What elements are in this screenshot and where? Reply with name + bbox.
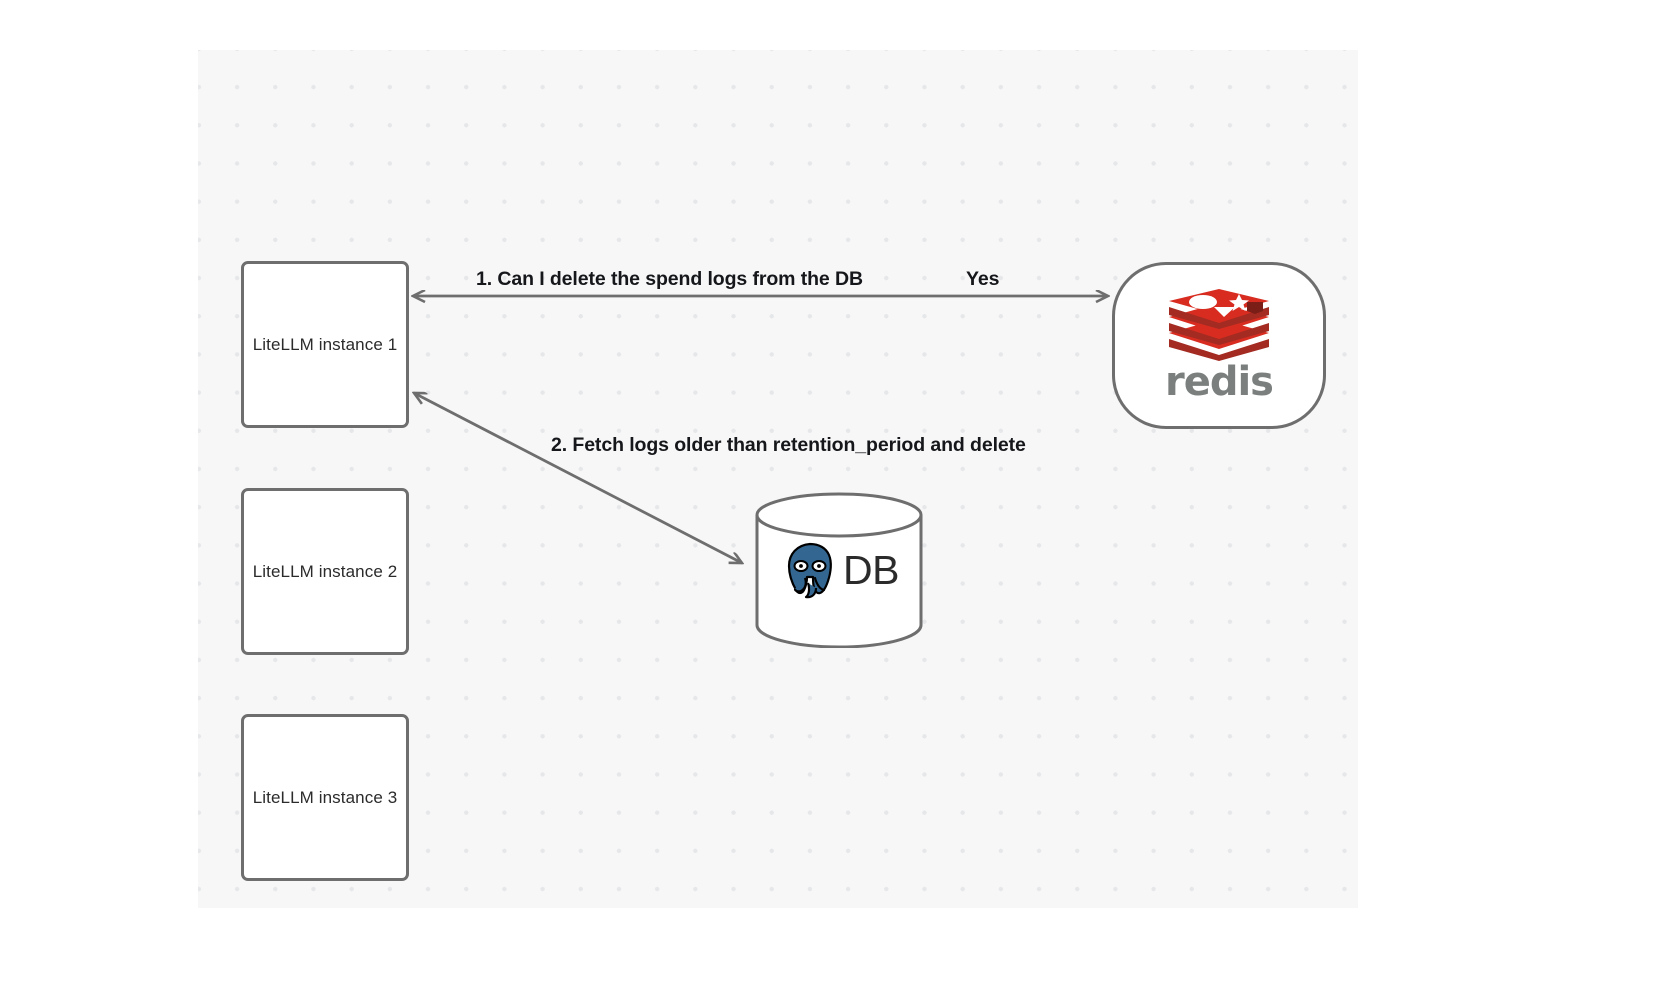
database-label: DB <box>843 546 899 593</box>
node-label: LiteLLM instance 2 <box>252 561 398 581</box>
database-label-group: DB <box>754 492 924 648</box>
edge-label-step-1-answer: Yes <box>966 268 1000 290</box>
edge-label-step-1: 1. Can I delete the spend logs from the … <box>476 268 863 290</box>
redis-wordmark: redis <box>1164 359 1274 405</box>
node-litellm-instance-3[interactable]: LiteLLM instance 3 <box>241 714 409 881</box>
redis-stack-icon <box>1169 289 1269 361</box>
node-litellm-instance-2[interactable]: LiteLLM instance 2 <box>241 488 409 655</box>
node-litellm-instance-1[interactable]: LiteLLM instance 1 <box>241 261 409 428</box>
edge-label-step-2: 2. Fetch logs older than retention_perio… <box>551 434 1026 456</box>
redis-logo: redis <box>1112 262 1326 429</box>
postgresql-elephant-icon <box>782 542 838 599</box>
node-label: LiteLLM instance 1 <box>252 334 398 354</box>
node-label: LiteLLM instance 3 <box>252 787 398 807</box>
